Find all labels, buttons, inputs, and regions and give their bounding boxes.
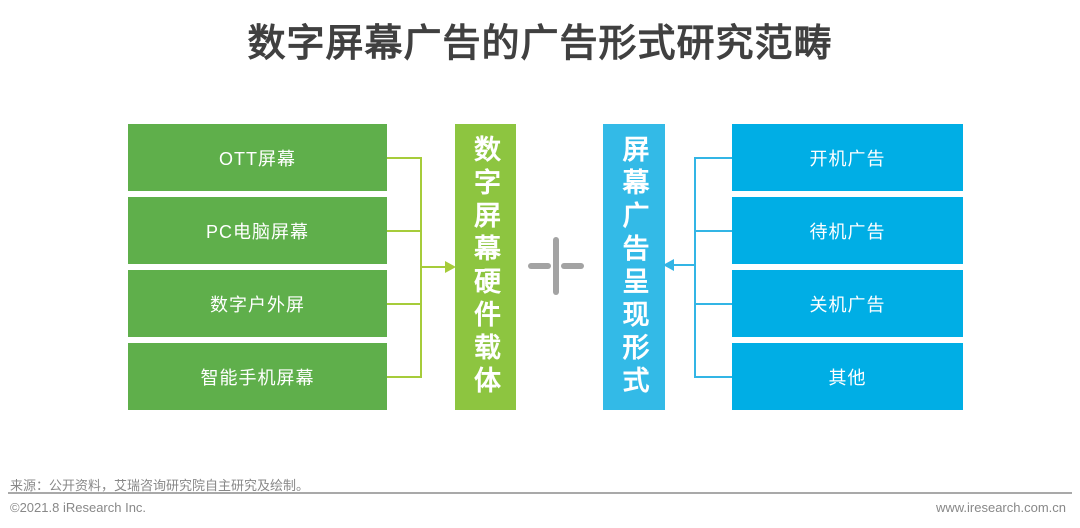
plus-icon bbox=[528, 263, 551, 269]
arrow-right-icon bbox=[445, 261, 456, 273]
connector-stub-right-4 bbox=[696, 376, 732, 378]
hardware-box-pc: PC电脑屏幕 bbox=[128, 197, 387, 264]
connector-arrow-line-right bbox=[672, 264, 694, 266]
connector-stub-left-1 bbox=[387, 157, 420, 159]
source-note: 来源：公开资料，艾瑞咨询研究院自主研究及绘制。 bbox=[10, 478, 310, 493]
adform-box-shutdown: 关机广告 bbox=[732, 270, 963, 337]
page-title: 数字屏幕广告的广告形式研究范畴 bbox=[247, 23, 833, 65]
copyright-note: ©2021.8 iResearch Inc. bbox=[10, 500, 147, 515]
adform-box-bootup: 开机广告 bbox=[732, 124, 963, 191]
connector-stub-right-3 bbox=[696, 303, 732, 305]
adform-box-standby: 待机广告 bbox=[732, 197, 963, 264]
plus-icon bbox=[561, 263, 584, 269]
hardware-box-ott: OTT屏幕 bbox=[128, 124, 387, 191]
arrow-left-icon bbox=[663, 259, 674, 271]
footer-divider bbox=[8, 492, 1072, 494]
connector-arrow-line-left bbox=[420, 266, 447, 268]
plus-icon bbox=[553, 237, 559, 295]
adform-box-other: 其他 bbox=[732, 343, 963, 410]
hardware-box-outdoor: 数字户外屏 bbox=[128, 270, 387, 337]
connector-stub-left-3 bbox=[387, 303, 420, 305]
website-url: www.iresearch.com.cn bbox=[935, 500, 1066, 515]
ad-presentation-bar: 屏幕广告呈现形式 bbox=[603, 124, 665, 410]
connector-stub-right-1 bbox=[696, 157, 732, 159]
hardware-box-smartphone: 智能手机屏幕 bbox=[128, 343, 387, 410]
hardware-carrier-bar: 数字屏幕硬件载体 bbox=[455, 124, 516, 410]
connector-stub-left-2 bbox=[387, 230, 420, 232]
connector-stub-right-2 bbox=[696, 230, 732, 232]
connector-stub-left-4 bbox=[387, 376, 420, 378]
connector-vline-right bbox=[694, 157, 696, 378]
